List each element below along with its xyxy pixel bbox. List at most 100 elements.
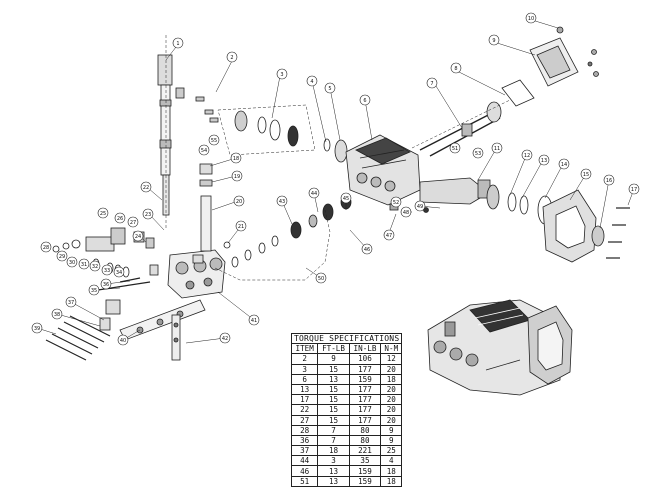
- callout-number: 32: [92, 264, 98, 270]
- bolt-set-left: [45, 299, 121, 361]
- table-cell: 3: [317, 455, 350, 467]
- callout-number: 26: [117, 216, 123, 222]
- callout-number: 36: [103, 282, 109, 288]
- callout-number: 48: [403, 210, 409, 216]
- table-cell: 27: [290, 414, 319, 426]
- callout-number: 20: [236, 199, 242, 205]
- table-cell: 20: [380, 394, 403, 406]
- callout-number: 49: [417, 204, 423, 210]
- table-cell: 13: [317, 373, 350, 385]
- table-cell: 159: [348, 465, 382, 477]
- table-cell: 9: [380, 424, 403, 436]
- table-cell: 177: [348, 404, 382, 416]
- callout-number: 18: [233, 156, 239, 162]
- callout-number: 12: [524, 153, 530, 159]
- table-cell: 15: [317, 394, 350, 406]
- table-cell: 18: [380, 465, 403, 477]
- callout-number: 27: [130, 220, 136, 226]
- table-cell: 177: [348, 394, 382, 406]
- callout-number: 43: [279, 199, 285, 205]
- table-cell: 159: [348, 373, 382, 385]
- table-cell: 36: [290, 434, 319, 447]
- callout-number: 8: [454, 66, 457, 72]
- bearing-rings: [486, 184, 553, 225]
- callout-number: 19: [234, 174, 240, 180]
- rear-cover: [501, 26, 599, 107]
- table-cell: 4: [380, 455, 403, 467]
- table-cell: 15: [317, 414, 350, 426]
- table-cell: 7: [317, 434, 350, 447]
- callout-number: 29: [59, 254, 65, 260]
- table-cell: 177: [348, 363, 382, 375]
- connecting-rod-set: [411, 99, 511, 157]
- callout-number: 7: [430, 81, 433, 87]
- center-fittings: [195, 96, 231, 252]
- table-cell: 25: [380, 445, 403, 457]
- table-cell: 7: [317, 424, 350, 436]
- table-cell: 20: [380, 383, 403, 396]
- table-cell: 15: [317, 383, 350, 396]
- table-cell: 28: [290, 424, 319, 436]
- callout-number: 50: [318, 276, 324, 282]
- callout-number: 14: [561, 162, 567, 168]
- callout-number: 23: [145, 212, 151, 218]
- callout-number: 4: [310, 79, 313, 85]
- callout-number: 54: [201, 148, 207, 154]
- table-cell: 80: [348, 434, 382, 447]
- seal-stack-lower: [214, 194, 352, 281]
- table-cell: 51: [290, 475, 319, 487]
- callout-number: 6: [363, 98, 366, 104]
- table-cell: 13: [317, 465, 350, 477]
- assembled-pump-view: [427, 299, 573, 396]
- table-cell: 20: [380, 414, 403, 426]
- callout-number: 42: [222, 336, 228, 342]
- table-cell: 177: [348, 383, 382, 396]
- table-cell: 15: [317, 363, 350, 375]
- table-cell: 18: [380, 373, 403, 385]
- callout-number: 44: [311, 191, 317, 197]
- callout-number: 40: [120, 338, 126, 344]
- callout-number: 2: [230, 55, 233, 61]
- callout-number: 1: [176, 41, 179, 47]
- valve-rail: [119, 299, 206, 361]
- table-cell: 9: [317, 353, 350, 365]
- table-cell: 9: [380, 434, 403, 447]
- table-cell: 15: [317, 404, 350, 416]
- table-cell: 6: [290, 373, 319, 385]
- callout-number: 46: [364, 247, 370, 253]
- callout-number: 9: [492, 38, 495, 44]
- table-cell: 13: [317, 475, 350, 487]
- callout-number: 5: [328, 86, 331, 92]
- table-cell: 44: [290, 455, 319, 467]
- callout-number: 34: [116, 270, 122, 276]
- callout-number: 45: [343, 196, 349, 202]
- table-cell: 46: [290, 465, 319, 477]
- table-cell: 159: [348, 475, 382, 487]
- table-cell: 18: [380, 475, 403, 487]
- callout-number: 17: [631, 187, 637, 193]
- table-cell: 22: [290, 404, 319, 416]
- callout-number: 13: [541, 158, 547, 164]
- callout-number: 39: [34, 326, 40, 332]
- callout-number: 52: [393, 200, 399, 206]
- header-cell: FT-LB: [317, 343, 350, 355]
- table-cell: 177: [348, 414, 382, 426]
- table-cell: 13: [290, 383, 319, 396]
- callout-number: 11: [494, 146, 500, 152]
- callout-number: 10: [528, 16, 534, 22]
- mounting-flange: [542, 189, 630, 263]
- table-header-row: ITEM FT-LB IN-LB N-M: [290, 343, 403, 355]
- callout-number: 51: [452, 146, 458, 152]
- table-cell: 221: [348, 445, 382, 457]
- header-cell: IN-LB: [348, 343, 382, 355]
